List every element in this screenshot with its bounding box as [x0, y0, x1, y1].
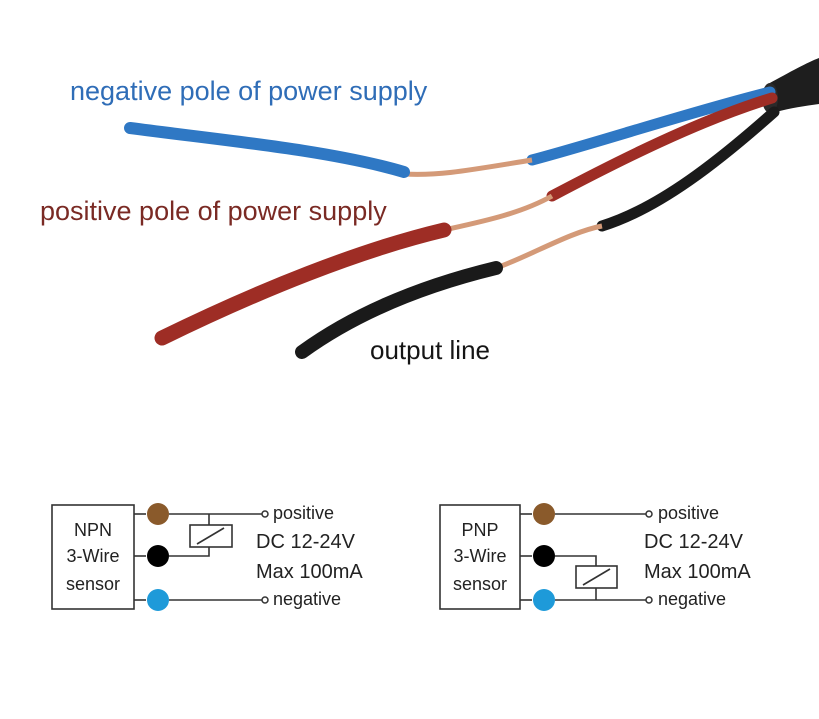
pnp-sensor-label: sensor	[453, 574, 507, 594]
pnp-current-label: Max 100mA	[644, 561, 751, 583]
output-line-label: output line	[370, 335, 490, 365]
npn-relay-slash	[196, 527, 225, 545]
npn-black-terminal	[147, 545, 169, 567]
pnp-positive-node	[645, 510, 653, 518]
npn-negative-node	[261, 596, 269, 604]
red-wire-end	[154, 222, 452, 346]
pnp-brown-terminal	[533, 503, 555, 525]
npn-diagram: NPN 3-Wire sensor positive DC 12-24V Max…	[51, 503, 363, 611]
pnp-load-wire-top	[555, 555, 597, 566]
npn-blue-terminal	[147, 589, 169, 611]
pnp-positive-label: positive	[658, 503, 719, 523]
cable-jacket	[768, 58, 819, 112]
pnp-relay-slash	[582, 568, 611, 586]
blue-wire-copper	[403, 157, 533, 177]
npn-type-label: NPN	[74, 520, 112, 540]
pnp-type-label: PNP	[461, 520, 498, 540]
red-wire-copper	[443, 193, 554, 233]
npn-positive-label: positive	[273, 503, 334, 523]
negative-pole-label: negative pole of power supply	[70, 76, 428, 106]
npn-positive-node	[261, 510, 269, 518]
pnp-sensor-box	[439, 504, 521, 610]
pnp-diagram: PNP 3-Wire sensor positive DC 12-24V Max…	[439, 503, 751, 611]
black-wire-stub	[596, 106, 780, 232]
pnp-negative-node	[645, 596, 653, 604]
npn-voltage-label: DC 12-24V	[256, 531, 356, 553]
pnp-black-terminal	[533, 545, 555, 567]
blue-wire-end	[124, 122, 410, 178]
black-wire-copper	[495, 223, 603, 271]
npn-current-label: Max 100mA	[256, 561, 363, 583]
pnp-blue-terminal	[533, 589, 555, 611]
npn-load-wire-bottom	[169, 547, 210, 557]
cable-photo	[124, 58, 819, 359]
pnp-negative-label: negative	[658, 589, 726, 609]
npn-brown-terminal	[147, 503, 169, 525]
positive-pole-label: positive pole of power supply	[40, 196, 387, 226]
blue-wire-stub	[526, 86, 776, 166]
black-wire-end	[295, 261, 503, 359]
npn-negative-label: negative	[273, 589, 341, 609]
npn-wire-count-label: 3-Wire	[67, 546, 120, 566]
pnp-wire-count-label: 3-Wire	[454, 546, 507, 566]
npn-sensor-box	[51, 504, 135, 610]
npn-sensor-label: sensor	[66, 574, 120, 594]
red-wire-stub	[546, 92, 778, 202]
pnp-voltage-label: DC 12-24V	[644, 531, 744, 553]
